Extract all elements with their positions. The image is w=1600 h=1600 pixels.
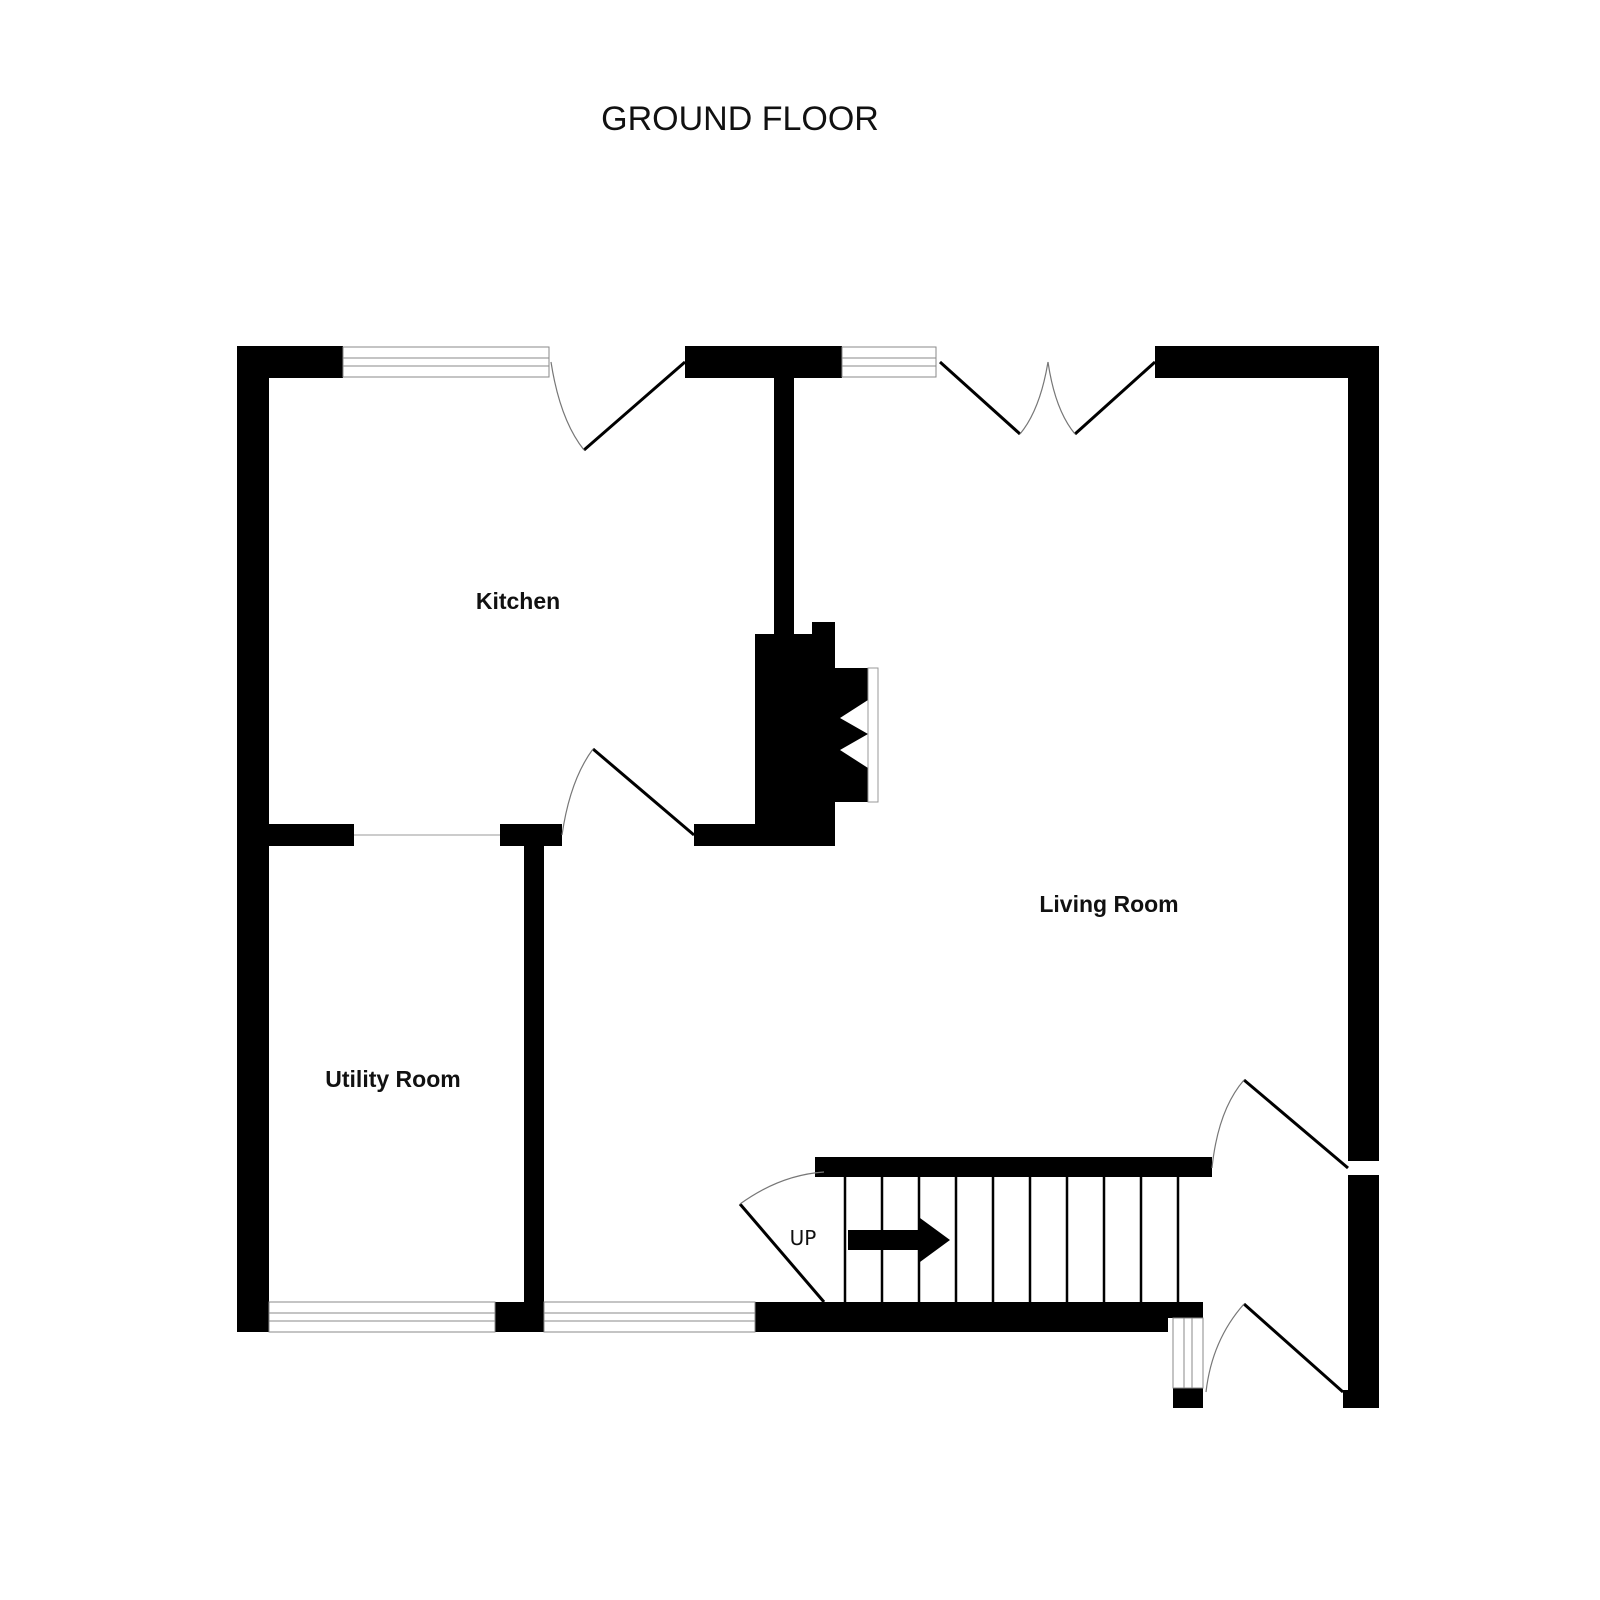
walls bbox=[237, 346, 1379, 1408]
wall-porch-stub bbox=[1165, 1302, 1203, 1318]
floor-title: GROUND FLOOR bbox=[601, 100, 879, 138]
wall-top-mid bbox=[685, 346, 842, 378]
wall-bottom-right bbox=[755, 1302, 1168, 1332]
doors bbox=[354, 360, 1349, 1394]
wall-right-lower bbox=[1348, 1175, 1379, 1408]
fireplace-detail bbox=[840, 667, 879, 803]
window-living-bottom bbox=[543, 1301, 756, 1333]
wall-kitchen-bottom-right bbox=[694, 824, 814, 846]
wall-top-right bbox=[1155, 346, 1379, 378]
windows bbox=[268, 346, 1204, 1389]
wall-stairs-top bbox=[815, 1157, 1212, 1177]
wall-right-foot bbox=[1343, 1390, 1379, 1408]
wall-bottom-left bbox=[237, 1302, 269, 1332]
fireplace-hearth bbox=[835, 668, 868, 802]
window-porch bbox=[1172, 1317, 1204, 1389]
wall-kitchen-living bbox=[774, 378, 794, 640]
wall-bottom-pier bbox=[495, 1302, 544, 1332]
door-hall bbox=[1211, 1078, 1349, 1170]
room-label-kitchen: Kitchen bbox=[475, 588, 561, 614]
door-kitchen-living bbox=[561, 747, 695, 837]
door-understairs bbox=[738, 1171, 826, 1303]
stairs-up-label: UP bbox=[789, 1226, 817, 1250]
room-label-utility-room: Utility Room bbox=[325, 1066, 461, 1092]
wall-utility-living bbox=[524, 846, 544, 1308]
door-kitchen-back bbox=[550, 360, 686, 452]
chimney-inner bbox=[812, 622, 835, 846]
wall-kitchen-bottom-left bbox=[269, 824, 354, 846]
window-utility-bottom bbox=[268, 1301, 496, 1333]
wall-kitchen-bottom-mid bbox=[500, 824, 562, 846]
window-living-top bbox=[841, 346, 937, 378]
stairs-direction-arrow bbox=[848, 1218, 950, 1262]
window-kitchen-top bbox=[342, 346, 550, 378]
room-label-living-room: Living Room bbox=[1039, 891, 1179, 917]
wall-left bbox=[237, 346, 269, 1332]
door-front bbox=[1205, 1302, 1344, 1394]
wall-right-upper bbox=[1348, 346, 1379, 1161]
door-living-french bbox=[938, 360, 1157, 436]
